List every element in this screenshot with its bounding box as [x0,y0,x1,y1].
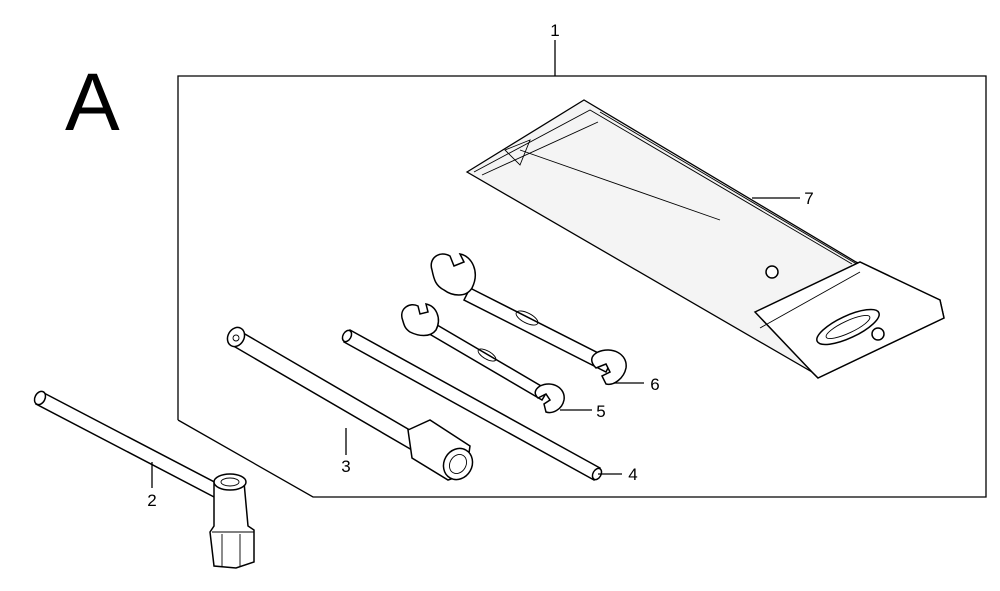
callout-3: 3 [341,457,350,476]
tool-bag [465,99,945,379]
callout-6: 6 [650,375,659,394]
rod [341,328,603,482]
socket-wrench [33,390,255,569]
callout-5: 5 [596,402,605,421]
assembly-outline [177,40,987,498]
plug-wrench [226,326,474,481]
callout-7: 7 [804,189,813,208]
open-end-wrench-small [401,303,565,414]
callout-2: 2 [147,491,156,510]
leader-lines [151,197,800,488]
callout-4: 4 [628,465,637,484]
callout-1: 1 [550,21,559,40]
section-letter: A [65,57,120,148]
open-end-wrench-large [430,253,627,386]
